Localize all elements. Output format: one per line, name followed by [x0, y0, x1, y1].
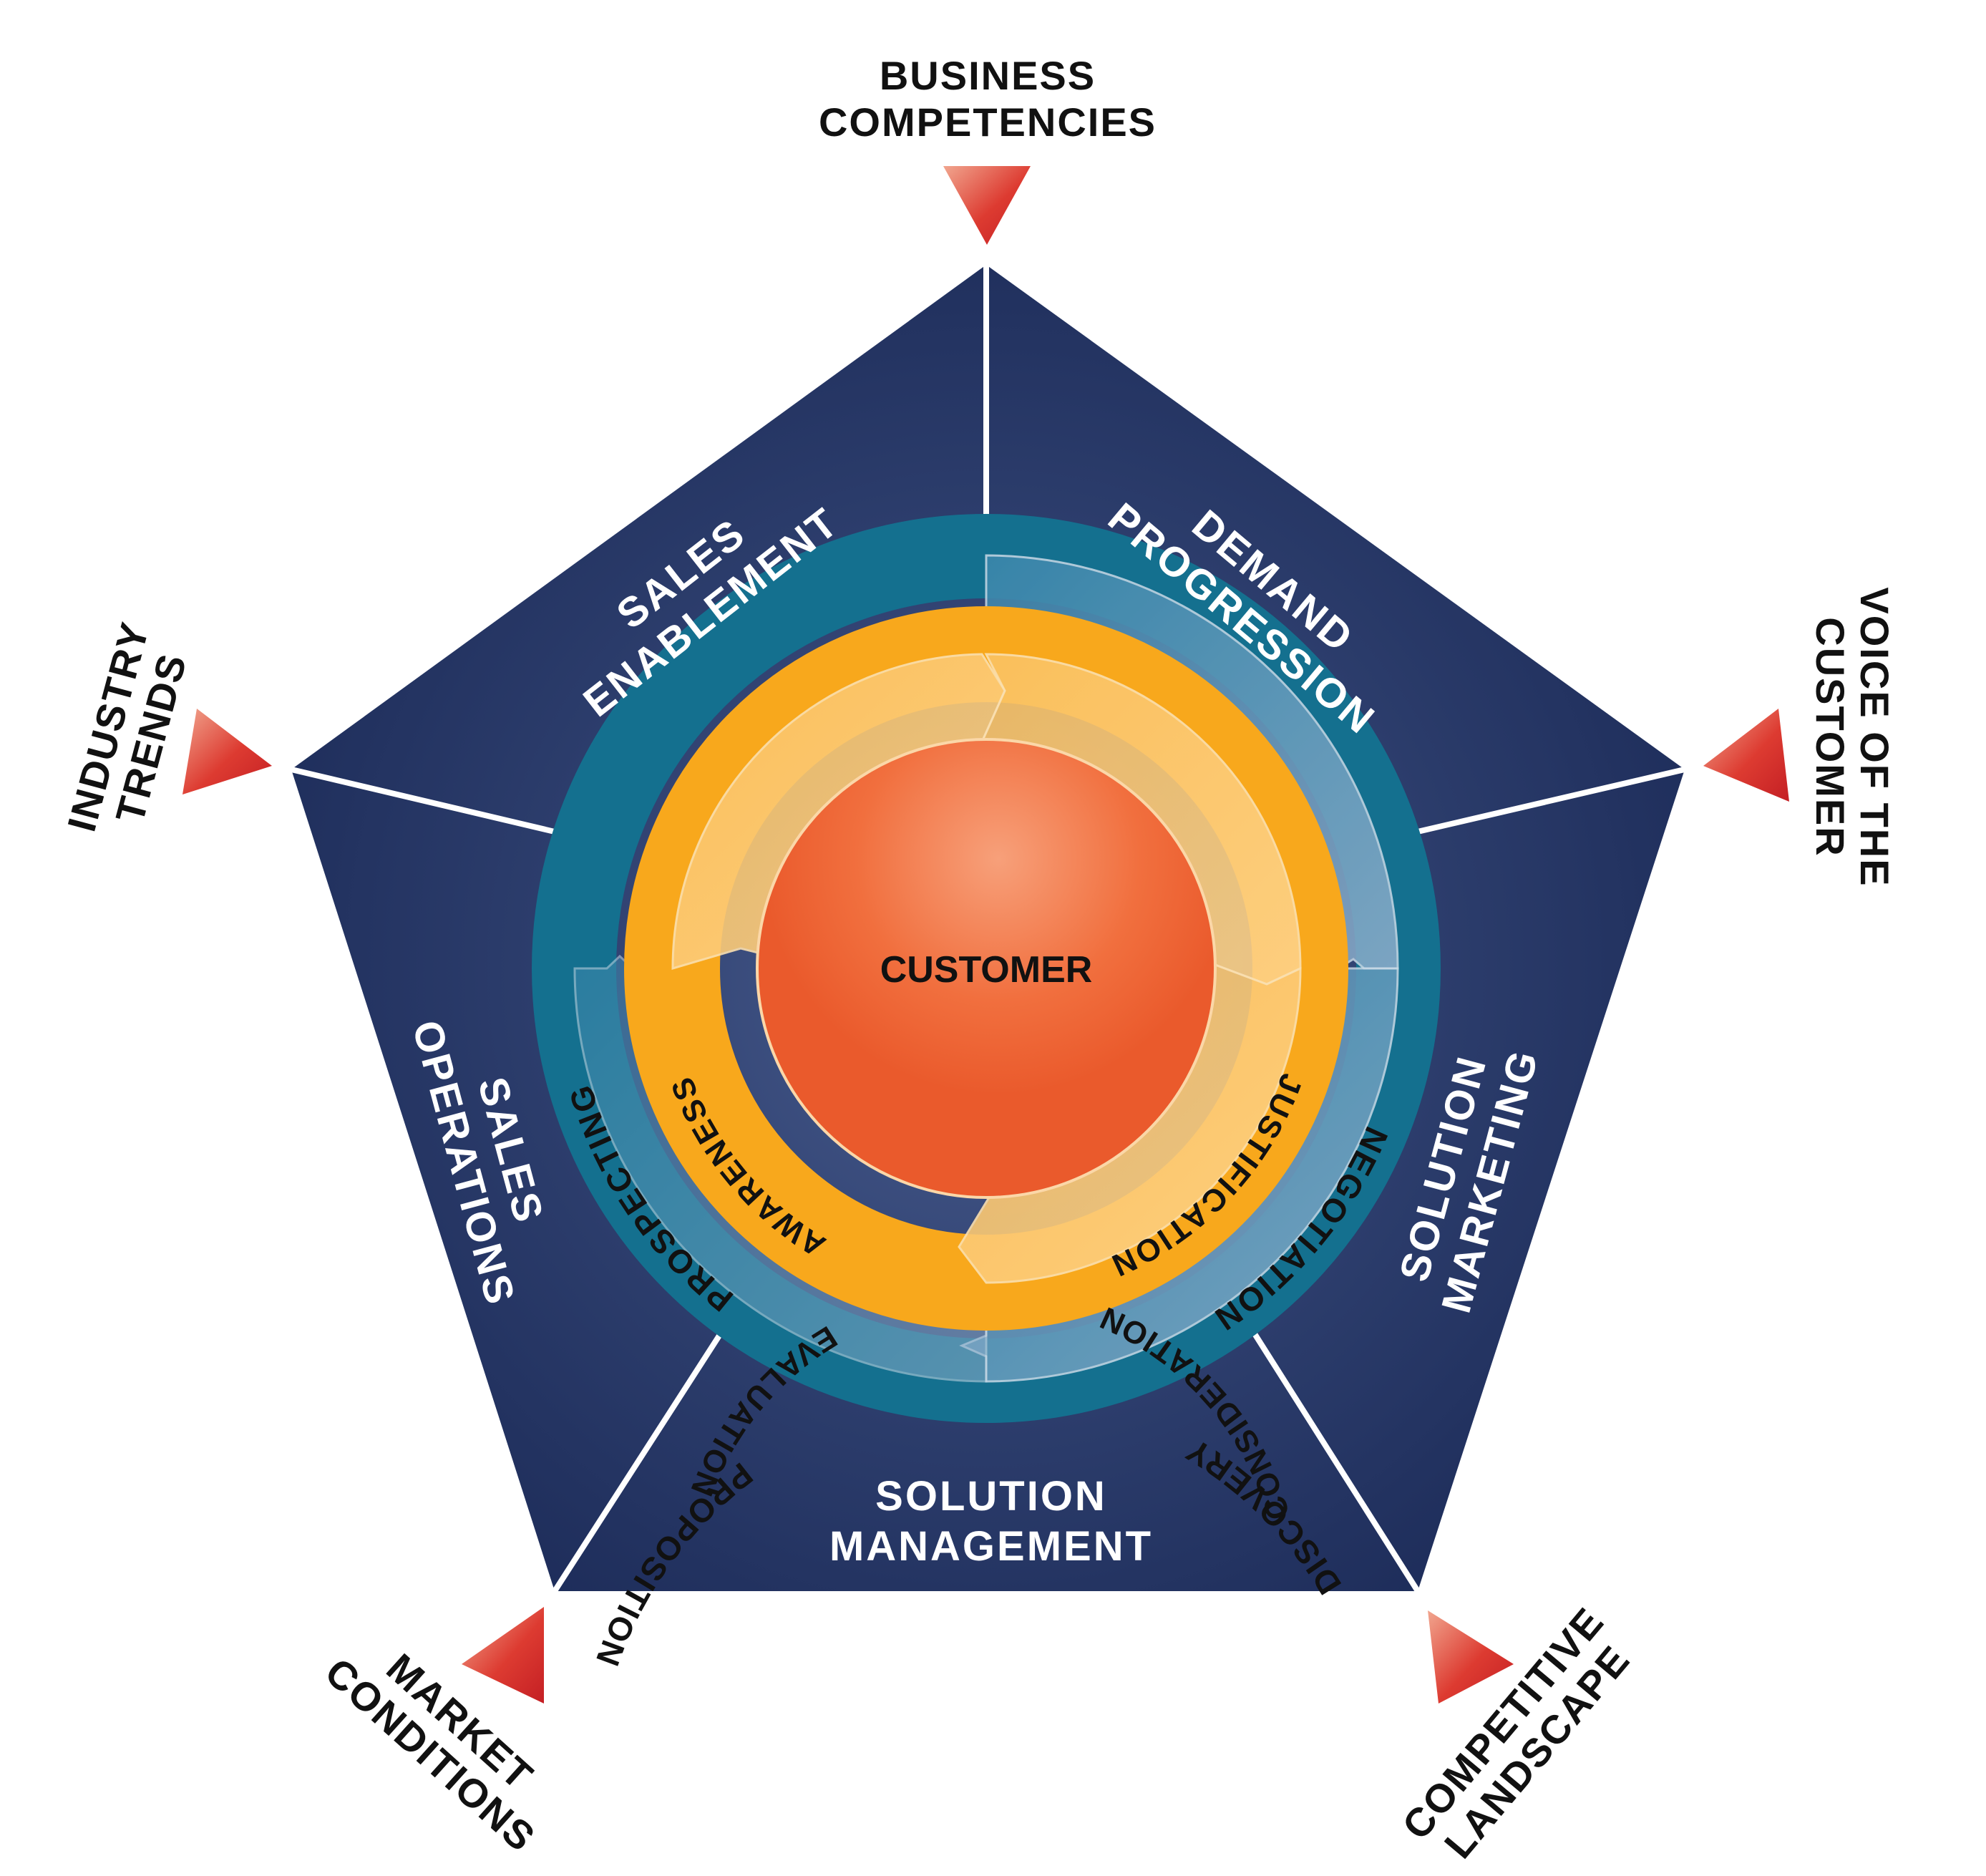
marker-bottom-right	[1428, 1610, 1514, 1704]
marker-right	[1703, 709, 1789, 802]
marker-left	[182, 709, 272, 794]
svg-text:VOICE OF THE: VOICE OF THE	[1852, 587, 1897, 887]
factor-business-competencies: BUSINESS COMPETENCIES	[819, 53, 1157, 145]
customer-center	[756, 738, 1217, 1199]
customer-label: CUSTOMER	[880, 949, 1093, 991]
factor-industry-trends: INDUSTRY TRENDS	[59, 617, 195, 836]
svg-text:SOLUTION: SOLUTION	[875, 1473, 1107, 1520]
factor-voice-of-the-customer: VOICE OF THE CUSTOMER	[1808, 587, 1897, 887]
marker-top	[943, 166, 1031, 245]
marker-bottom-left	[462, 1607, 544, 1704]
svg-text:MANAGEMENT: MANAGEMENT	[829, 1523, 1153, 1570]
svg-text:BUSINESS: BUSINESS	[880, 53, 1096, 98]
pentagon-spokes	[288, 262, 1688, 1594]
segment-solution-management: SOLUTION MANAGEMENT	[829, 1473, 1153, 1570]
svg-text:CUSTOMER: CUSTOMER	[1808, 617, 1853, 857]
svg-text:COMPETENCIES: COMPETENCIES	[819, 99, 1157, 145]
